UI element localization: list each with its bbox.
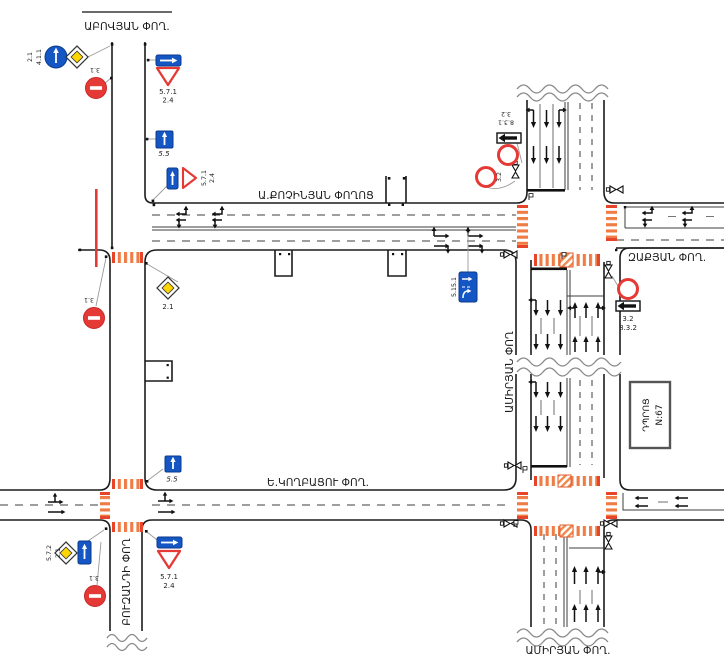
turn-arrow-pair-icon [641,205,714,228]
crosswalk-band [112,479,143,489]
sign-cluster-abovyan-west: 2.1 4.1.1 3.1 [27,45,107,99]
street-name-abovyan: ԱԲՈՎՅԱՆ ՓՈՂ. [84,21,169,33]
crosswalks [100,205,617,538]
yield-sign-icon [156,549,182,570]
sign-code: 2.1 [27,52,34,62]
school-building: ԴՊՐՈՑ N:67 [628,380,672,450]
sign-code: 3.1 [90,66,100,73]
down-arrow-row-icon [528,297,564,350]
sign-code: 2.1 [162,303,173,311]
pedestrian-pole-icon [522,466,528,474]
sign-oneway-abovyan: 5.5 [155,130,174,158]
crosswalk-band [517,492,528,519]
down-arrow-row-icon [525,107,567,164]
pole-dots [78,43,627,533]
leader-lines [78,43,627,586]
traffic-light-icon [604,260,613,279]
turn-arrow-pair-icon [175,205,225,229]
up-arrow-row-icon [567,302,606,352]
straight-turn-arrow-icon [48,491,176,515]
crosswalk-band [112,252,143,263]
sign-cluster-buzand-west: 5.7.2 2.1 3.1 [46,540,106,607]
crosswalk-band [112,522,143,532]
crosswalk-band [534,474,600,488]
street-name-amiryan-south: ԱՄԻՐՅԱՆ ՓՈՂ. [525,645,610,657]
sign-code: 3.1 [89,574,99,581]
traffic-light-icon [499,250,518,259]
crosswalk-band [517,205,528,248]
sign-code: 5.15.1 [451,277,458,297]
crosswalk-band [534,252,600,268]
lane-markings [0,102,724,628]
traffic-light-icon [604,531,613,550]
sign-code: 5.7.2 [46,545,53,561]
street-name-buzandi: ԲՈՒԶԱՆԴԻ ՓՈՂ [121,538,133,626]
road-break-waves [105,82,627,652]
sign-code: 5.5 [158,150,170,158]
crosswalk-band [534,524,600,538]
school-number: N:67 [655,404,665,425]
no-vehicles-sign-icon [497,144,519,166]
priority-road-sign-icon [156,276,180,300]
sign-priority-block: 2.1 [156,276,180,311]
crosswalk-band [100,492,110,519]
sign-code: 2.1 [55,548,62,558]
pedestrian-pole-icon [528,193,534,201]
school-outline [628,380,672,450]
sign-code: 8.3.2 [619,324,637,332]
yield-sign-icon [181,166,198,190]
street-name-zakyan: ԶԱՔՅԱՆ ՓՈՂ. [628,252,706,264]
traffic-light-icon [605,185,624,194]
traffic-light-icon [503,461,522,470]
street-name-kochinyan: Ա.ՔՈՉԻՆՅԱՆ ՓՈՂՈՑ [258,190,374,202]
sign-code: 5.7.1 [201,170,208,186]
up-arrow-row-icon [571,566,606,622]
sign-cluster-zakyan-north: 3.2 8.3.1 3.2 [475,110,522,188]
sign-no-entry-block: 3.1 [83,296,105,329]
sign-code: 5.7.1 [160,573,178,581]
no-vehicles-sign-icon [617,278,639,300]
lane-arrows [48,107,714,622]
road-edges [0,42,724,632]
yield-sign-icon [155,66,181,87]
left-arrow-icon [634,495,688,509]
street-labels: ԱԲՈՎՅԱՆ ՓՈՂ. Ա.ՔՈՉԻՆՅԱՆ ՓՈՂՈՑ ԶԱՔՅԱՆ ՓՈՂ… [82,11,706,657]
sign-oneway-koghbatsi: 5.5 [164,455,182,484]
sign-code: 2.4 [209,173,216,183]
sign-code: 2.4 [162,97,174,105]
sign-cluster-abovyan-east: 5.7.1 2.4 [155,54,182,105]
priority-road-sign-icon [54,541,78,565]
crosswalk-band [606,205,617,241]
down-arrow-row-icon [528,379,564,432]
sign-code: 3.2 [501,110,511,117]
section-cut-line [95,189,98,267]
priority-road-sign-icon [65,45,89,69]
street-name-amiryan-mid: ԱՄԻՐՅԱՆ ՓՈՂ [504,331,516,413]
sign-code: 3.1 [84,296,94,303]
sign-code: 3.2 [622,315,633,323]
sign-cluster-zakyan-east: 3.2 8.3.2 [615,278,641,332]
street-name-koghbatsu: Ե.ԿՈՂԲԱՑՈՒ ՓՈՂ. [267,477,369,489]
sign-code: 5.5 [166,476,178,484]
sign-code: 5.7.1 [159,88,177,96]
sign-code: 4.1.1 [36,49,43,65]
sign-code: 3.2 [496,172,503,182]
sign-cluster-buzand-east: 5.7.1 2.4 [156,536,183,590]
sign-code: 8.3.1 [498,119,514,126]
sign-lane-directions: 5.15.1 [451,271,478,303]
school-name: ԴՊՐՈՑ [642,398,652,432]
no-vehicles-sign-icon [475,166,497,188]
sign-cluster-kochinyan-corner: 5.7.1 2.4 [166,166,216,190]
sign-code: 2.4 [163,582,175,590]
crosswalk-band [606,492,617,519]
